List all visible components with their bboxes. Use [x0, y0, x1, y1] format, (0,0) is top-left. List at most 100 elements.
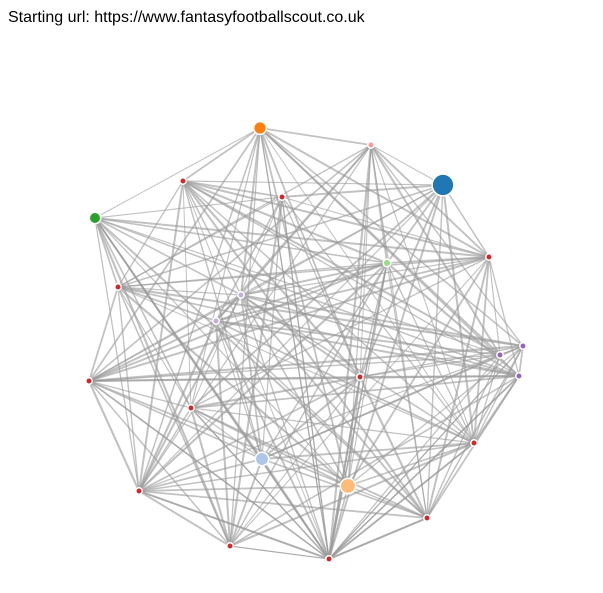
graph-link: [189, 407, 232, 547]
graph-node[interactable]: [485, 253, 493, 261]
graph-link: [190, 375, 361, 410]
graph-link: [488, 256, 520, 377]
graph-link: [138, 490, 428, 519]
graph-link: [229, 376, 361, 547]
graph-link: [94, 217, 231, 547]
graph-link: [359, 376, 428, 519]
graph-link: [426, 375, 520, 519]
graph-node[interactable]: [515, 372, 523, 380]
graph-link: [117, 285, 524, 348]
graph-link: [190, 407, 475, 444]
graph-link: [281, 196, 490, 258]
graph-link: [359, 184, 444, 378]
graph-node[interactable]: [85, 377, 93, 385]
graph-node[interactable]: [382, 258, 392, 268]
graph-link: [190, 407, 263, 460]
graph-node[interactable]: [237, 291, 245, 299]
graph-node[interactable]: [325, 555, 333, 563]
graph-node[interactable]: [212, 317, 220, 325]
graph-node[interactable]: [470, 439, 478, 447]
graph-node[interactable]: [88, 211, 102, 225]
graph-node[interactable]: [423, 514, 431, 522]
graph-link: [182, 180, 490, 258]
graph-link: [386, 184, 444, 264]
graph-link: [88, 380, 140, 492]
graph-link: [328, 517, 428, 560]
graph-link: [370, 144, 490, 258]
graph-link: [94, 217, 490, 258]
graph-link: [370, 144, 524, 347]
graph-node[interactable]: [367, 141, 375, 149]
graph-link: [281, 196, 361, 378]
graph-node[interactable]: [252, 120, 268, 136]
graph-link: [328, 345, 524, 560]
graph-link: [359, 354, 501, 378]
graph-link: [138, 490, 231, 547]
graph-link: [182, 127, 261, 182]
graph-link: [259, 127, 520, 377]
graph-link: [117, 286, 192, 409]
graph-link: [229, 545, 330, 560]
graph-links: [88, 127, 524, 560]
graph-node[interactable]: [431, 173, 455, 197]
graph-link: [473, 256, 490, 444]
graph-link: [182, 180, 242, 296]
graph-link: [88, 376, 361, 382]
graph-node[interactable]: [254, 451, 270, 467]
graph-link: [518, 345, 524, 377]
graph-link: [137, 180, 185, 492]
graph-link: [370, 144, 475, 444]
graph-link: [261, 354, 501, 460]
graph-link: [182, 180, 520, 377]
graph-link: [215, 320, 475, 444]
graph-link: [117, 196, 283, 288]
graph-link: [117, 180, 184, 288]
starting-url-header: Starting url: https://www.fantasyfootbal…: [8, 9, 365, 27]
graph-link: [138, 485, 349, 492]
graph-link: [261, 458, 330, 560]
graph-link: [190, 196, 283, 409]
graph-link: [328, 375, 520, 560]
graph-node[interactable]: [226, 542, 234, 550]
graph-link: [138, 184, 444, 492]
graph-link: [328, 442, 475, 560]
graph-link: [117, 286, 217, 322]
graph-link: [138, 490, 330, 560]
graph-link: [328, 376, 361, 560]
graph-link: [215, 320, 263, 460]
graph-link: [182, 180, 444, 186]
graph-link: [190, 407, 428, 519]
graph-node[interactable]: [135, 487, 143, 495]
graph-link: [370, 144, 501, 356]
graph-link: [117, 256, 490, 288]
graph-node[interactable]: [187, 404, 195, 412]
graph-node[interactable]: [339, 477, 357, 495]
graph-link: [182, 180, 283, 198]
graph-node[interactable]: [278, 193, 286, 201]
graph-link: [261, 442, 475, 460]
graph-link: [442, 184, 490, 258]
graph-link: [138, 376, 361, 492]
graph-link: [117, 286, 242, 296]
graph-node[interactable]: [356, 373, 364, 381]
graph-link: [240, 294, 475, 444]
graph-link: [88, 380, 349, 487]
graph-node[interactable]: [519, 342, 527, 350]
graph-node[interactable]: [496, 351, 504, 359]
graph-link: [259, 127, 524, 347]
starting-url-label: Starting url:: [8, 9, 90, 26]
graph-link: [138, 320, 217, 492]
graph-link: [88, 380, 192, 409]
graph-link: [190, 407, 330, 560]
graph-link: [215, 320, 428, 519]
graph-node[interactable]: [114, 283, 122, 291]
graph-link: [190, 375, 520, 409]
graph-link: [359, 345, 524, 378]
graph-nodes: [85, 120, 527, 563]
graph-link: [473, 354, 501, 444]
graph-node[interactable]: [179, 177, 187, 185]
graph-link: [215, 196, 283, 322]
graph-link: [88, 286, 119, 382]
graph-link: [182, 180, 361, 378]
